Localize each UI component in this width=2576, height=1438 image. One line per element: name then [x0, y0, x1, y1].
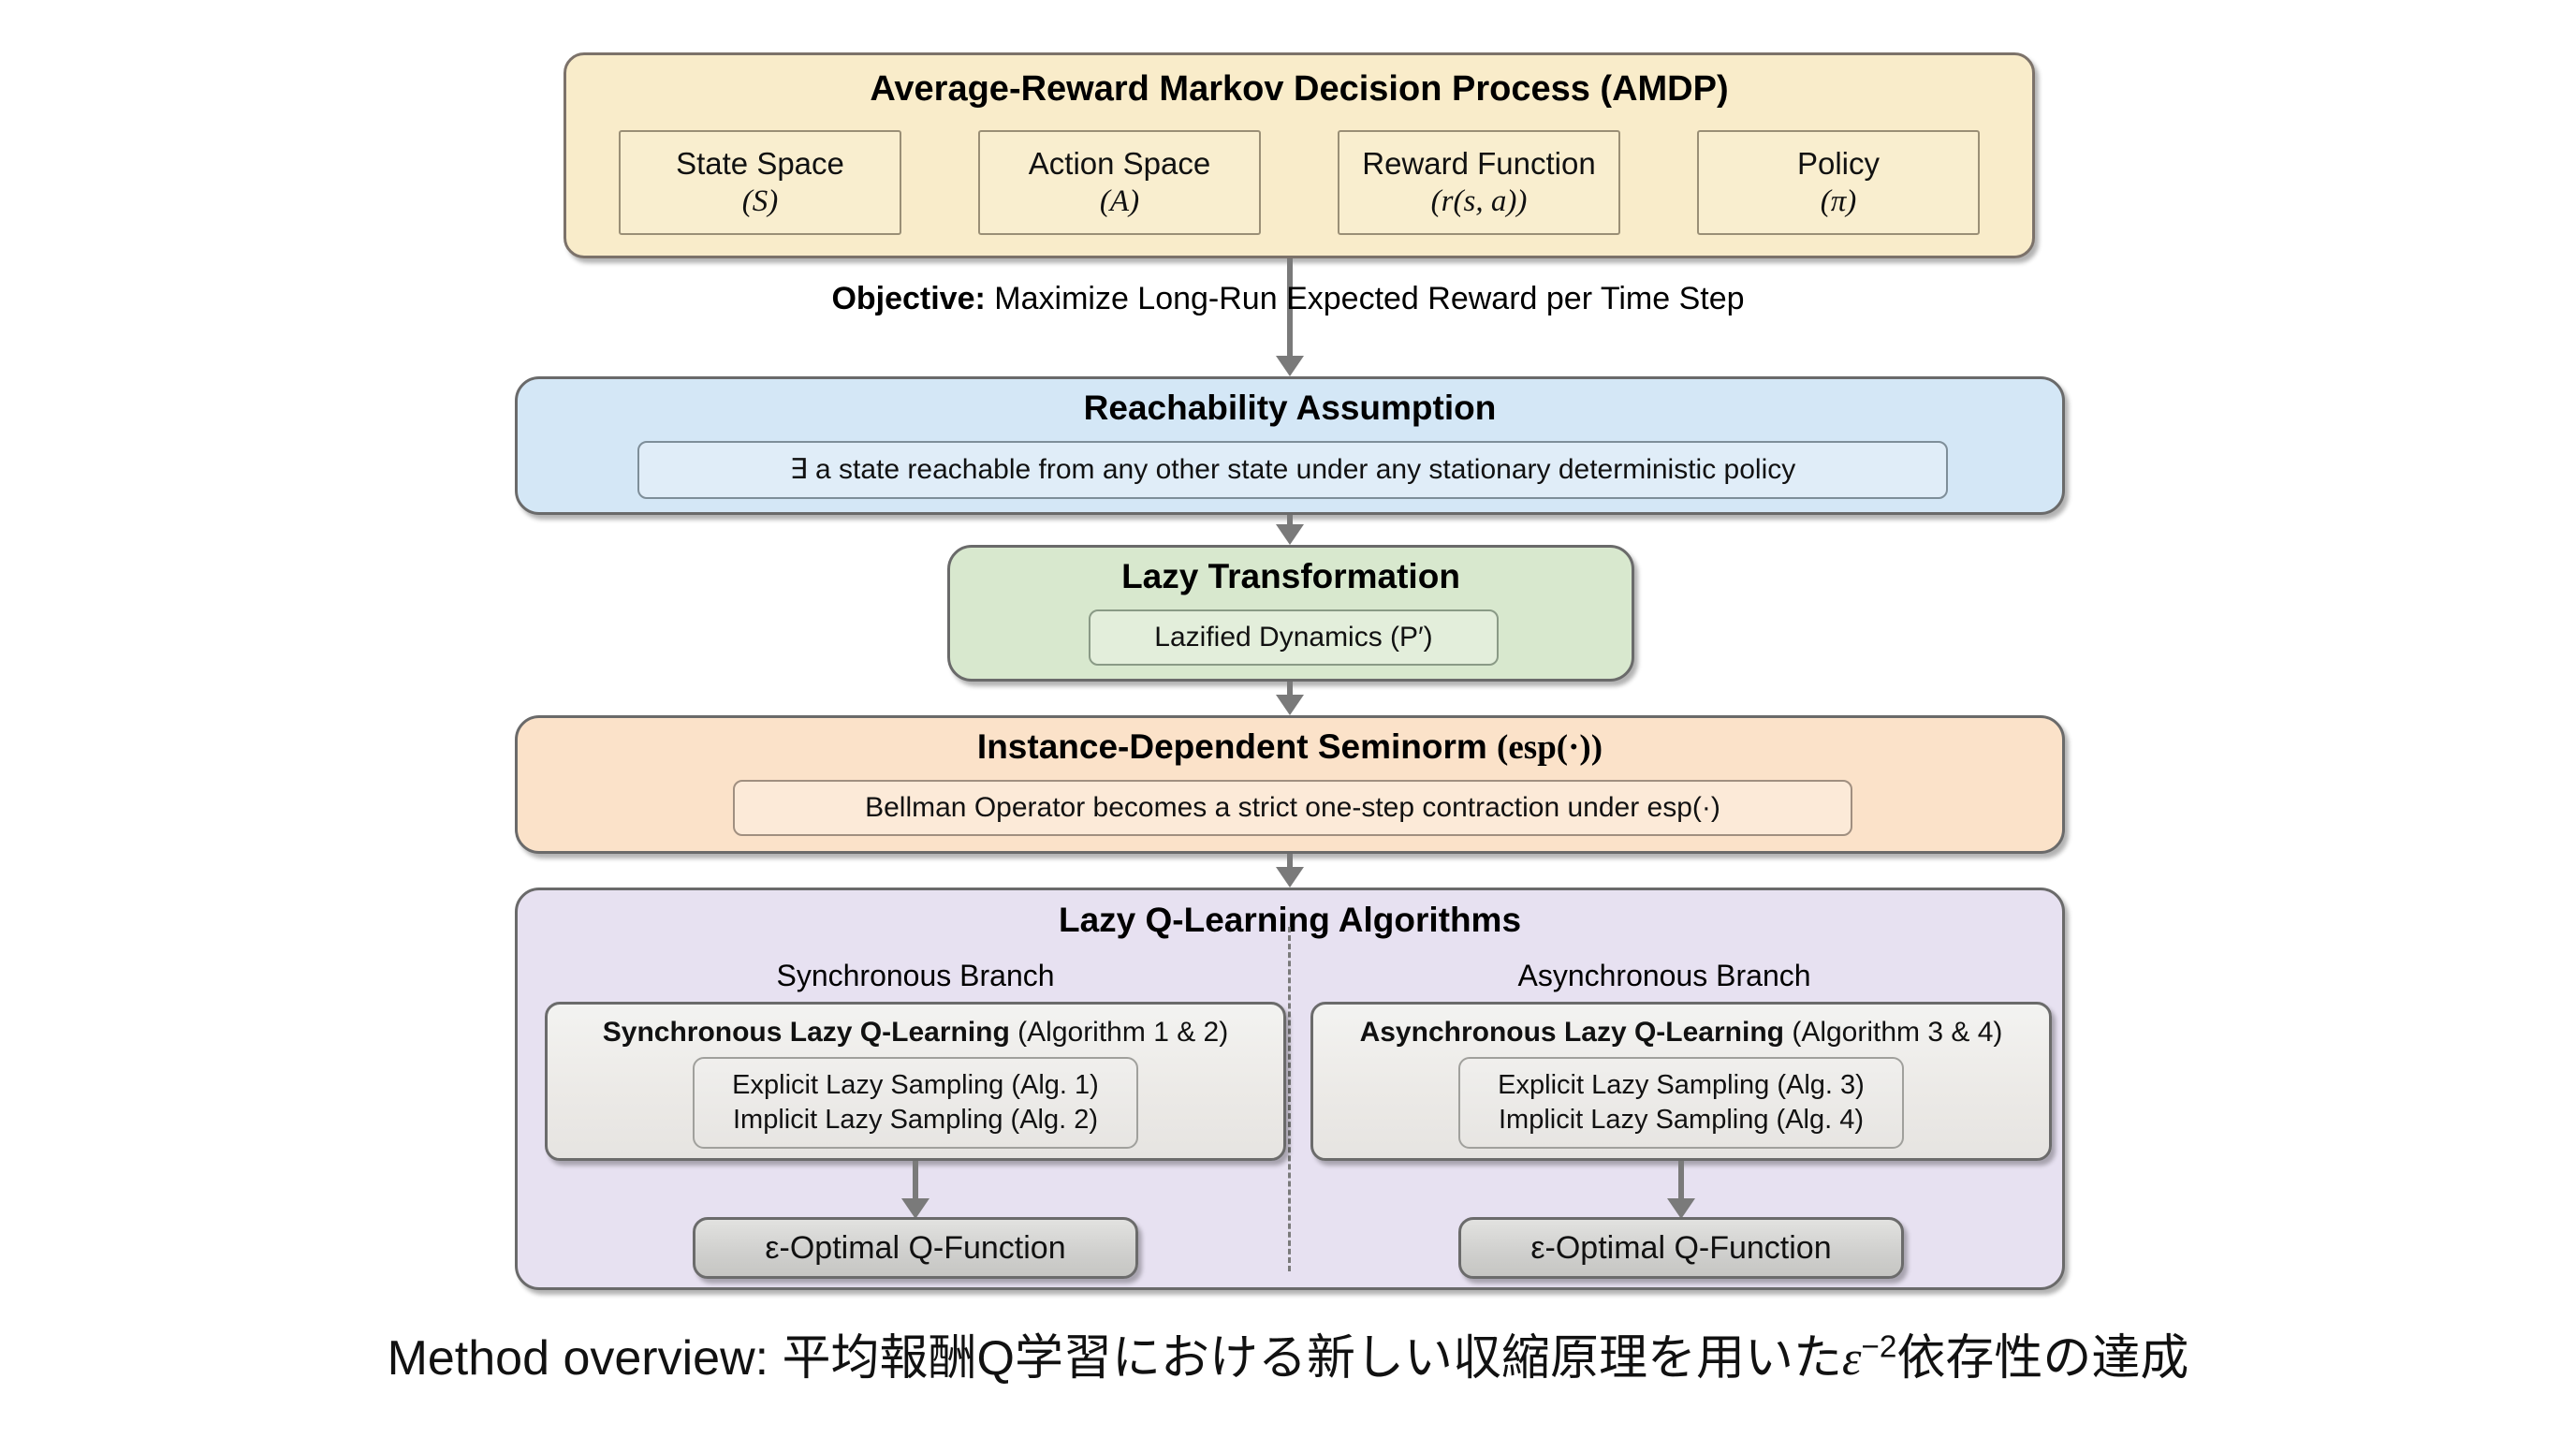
lazified-dynamics-label: Lazified Dynamics (P′)	[1154, 622, 1433, 653]
arrow-shaft	[1287, 515, 1293, 526]
arrow-lazy-to-seminorm	[1274, 682, 1306, 715]
slot-symbol: (π)	[1820, 184, 1857, 218]
arrow-shaft	[1678, 1161, 1684, 1200]
arrow-head-icon	[1276, 356, 1304, 376]
slot-label: State Space	[676, 145, 844, 181]
seminorm-node: Instance-Dependent Seminorm (esp(·)) Bel…	[515, 715, 2065, 854]
asynchronous-result-label: ε-Optimal Q-Function	[1530, 1229, 1832, 1266]
seminorm-title-main: Instance-Dependent Seminorm	[976, 727, 1487, 766]
branch-label-synchronous: Synchronous Branch	[776, 959, 1055, 992]
amdp-slot-policy: Policy (π)	[1697, 130, 1980, 235]
arrow-head-icon	[1276, 695, 1304, 715]
list-item: Implicit Lazy Sampling (Alg. 4)	[1498, 1105, 1865, 1135]
asynchronous-card-title: Asynchronous Lazy Q-Learning (Algorithm …	[1360, 1017, 2003, 1049]
caption-jp-part2: 依存性の達成	[1896, 1331, 2189, 1386]
slot-label: Reward Function	[1362, 145, 1596, 181]
arrow-shaft	[1287, 854, 1293, 869]
synchronous-result-label: ε-Optimal Q-Function	[765, 1229, 1066, 1266]
synchronous-card-title-rest: (Algorithm 1 & 2)	[1017, 1017, 1229, 1048]
arrow-reachability-to-lazy	[1274, 515, 1306, 545]
slot-symbol: (r(s, a))	[1430, 184, 1528, 218]
caption-exponent: −2	[1861, 1329, 1897, 1365]
amdp-slot-state-space: State Space (S)	[619, 130, 901, 235]
arrow-head-icon	[1667, 1198, 1695, 1219]
synchronous-card-title: Synchronous Lazy Q-Learning (Algorithm 1…	[603, 1017, 1228, 1049]
branch-divider	[1288, 927, 1291, 1271]
amdp-slot-action-space: Action Space (A)	[978, 130, 1261, 235]
slot-label: Action Space	[1028, 145, 1211, 181]
amdp-slot-list: State Space (S) Action Space (A) Reward …	[619, 130, 1980, 235]
slot-label: Policy	[1796, 145, 1881, 181]
synchronous-result-box: ε-Optimal Q-Function	[693, 1217, 1138, 1279]
reachability-title: Reachability Assumption	[1083, 389, 1497, 427]
seminorm-statement: Bellman Operator becomes a strict one-st…	[733, 780, 1852, 836]
slot-symbol: (A)	[1099, 184, 1140, 218]
reachability-statement: ∃ a state reachable from any other state…	[637, 441, 1948, 499]
arrow-shaft	[1287, 682, 1293, 697]
objective-text: Objective: Maximize Long-Run Expected Re…	[0, 281, 2576, 317]
branch-label-asynchronous: Asynchronous Branch	[1517, 959, 1811, 992]
lazy-transformation-node: Lazy Transformation Lazified Dynamics (P…	[947, 545, 1634, 682]
arrow-head-icon	[901, 1198, 929, 1219]
list-item: Explicit Lazy Sampling (Alg. 3)	[1498, 1069, 1865, 1100]
slot-symbol: (S)	[741, 184, 779, 218]
arrow-shaft	[913, 1161, 918, 1200]
arrow-head-icon	[1276, 524, 1304, 545]
objective-prefix: Objective:	[831, 281, 986, 316]
asynchronous-sampling-list: Explicit Lazy Sampling (Alg. 3) Implicit…	[1458, 1057, 1904, 1149]
arrow-synchronous-to-result	[900, 1161, 931, 1219]
synchronous-card-title-bold: Synchronous Lazy Q-Learning	[602, 1017, 1010, 1048]
amdp-slot-reward-function: Reward Function (r(s, a))	[1338, 130, 1620, 235]
caption-jp-part1: 平均報酬Q学習における新しい収縮原理を用いた	[782, 1331, 1842, 1386]
synchronous-sampling-list: Explicit Lazy Sampling (Alg. 1) Implicit…	[693, 1057, 1138, 1149]
arrow-head-icon	[1276, 867, 1304, 888]
reachability-node: Reachability Assumption ∃ a state reacha…	[515, 376, 2065, 515]
arrow-asynchronous-to-result	[1665, 1161, 1697, 1219]
amdp-node: Average-Reward Markov Decision Process (…	[564, 52, 2035, 258]
arrow-shaft	[1287, 258, 1293, 356]
list-item: Implicit Lazy Sampling (Alg. 2)	[732, 1105, 1099, 1135]
seminorm-title: Instance-Dependent Seminorm (esp(·))	[976, 727, 1603, 768]
asynchronous-card-title-rest: (Algorithm 3 & 4)	[1792, 1017, 2003, 1048]
lazy-transformation-title: Lazy Transformation	[1121, 557, 1460, 595]
arrow-seminorm-to-algorithms	[1274, 854, 1306, 888]
asynchronous-algorithm-card: Asynchronous Lazy Q-Learning (Algorithm …	[1310, 1002, 2052, 1161]
caption-epsilon: ε	[1841, 1332, 1862, 1386]
amdp-title: Average-Reward Markov Decision Process (…	[870, 69, 1729, 109]
arrow-amdp-to-reachability	[1274, 258, 1306, 376]
asynchronous-card-title-bold: Asynchronous Lazy Q-Learning	[1359, 1017, 1784, 1048]
lazified-dynamics-box: Lazified Dynamics (P′)	[1089, 609, 1499, 666]
asynchronous-result-box: ε-Optimal Q-Function	[1458, 1217, 1904, 1279]
list-item: Explicit Lazy Sampling (Alg. 1)	[732, 1069, 1099, 1100]
synchronous-algorithm-card: Synchronous Lazy Q-Learning (Algorithm 1…	[545, 1002, 1286, 1161]
caption-prefix: Method overview:	[387, 1331, 783, 1386]
seminorm-title-suffix: (esp(·))	[1497, 728, 1603, 767]
objective-body: Maximize Long-Run Expected Reward per Ti…	[994, 281, 1745, 316]
figure-caption: Method overview: 平均報酬Q学習における新しい収縮原理を用いたε…	[0, 1318, 2576, 1388]
